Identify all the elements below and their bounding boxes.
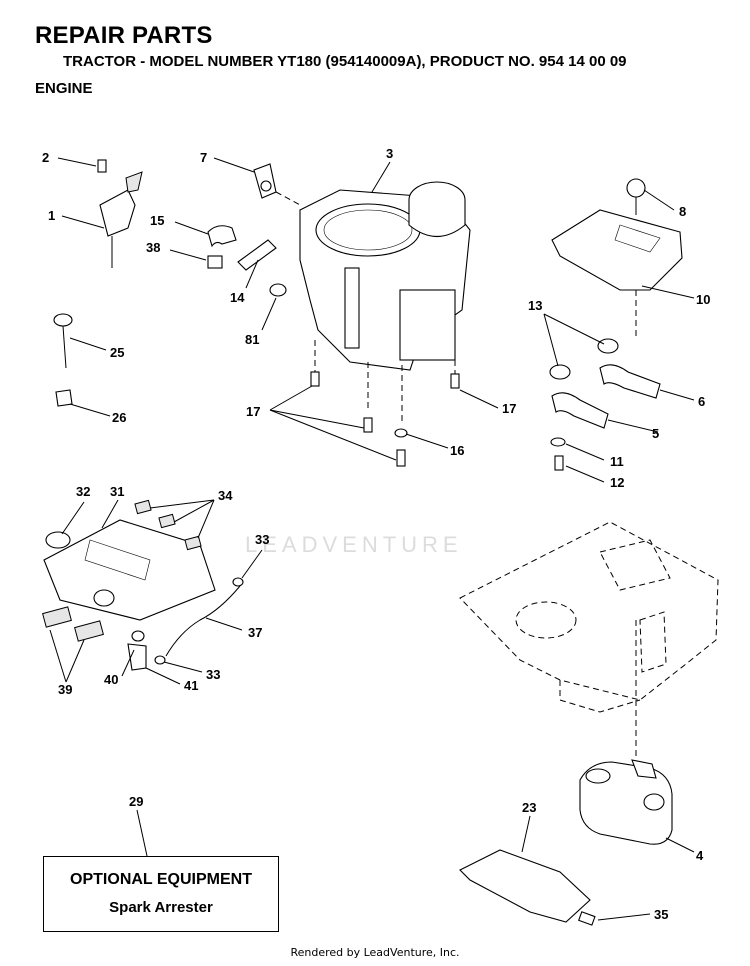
leader-26 [69,403,111,417]
leader-2 [57,157,97,167]
leader-4 [665,837,695,853]
callout-3: 3 [386,146,393,161]
callout-15: 15 [150,213,164,228]
leader-23 [521,815,531,853]
leader-37 [205,617,243,631]
leader-34c [197,499,215,539]
clamp-part [253,163,277,199]
callout-38: 38 [146,240,160,255]
callout-14: 14 [230,290,245,305]
leader-8 [643,189,675,211]
leader-11 [565,443,605,461]
heat-guard-part [459,849,596,926]
leader-40 [121,649,135,677]
leader-3 [371,161,391,193]
leader-17b [269,409,365,429]
leader-7 [213,157,255,173]
callout-35: 35 [654,907,668,922]
leader-16 [405,433,449,449]
callout-23: 23 [522,800,536,815]
callout-37: 37 [248,625,262,640]
callout-81: 81 [245,332,259,347]
callout-33a: 33 [255,532,269,547]
model-subtitle: TRACTOR - MODEL NUMBER YT180 (954140009A… [63,53,627,70]
leader-5 [607,419,659,433]
callout-26: 26 [112,410,126,425]
tractor-frame-part [459,521,719,713]
heat-shield-part [551,178,683,291]
watermark: LEADVENTURE [245,532,463,557]
fuel-tank-part [42,499,244,671]
callout-8: 8 [679,204,686,219]
engine-bolts-part [310,371,460,467]
callout-1: 1 [48,208,55,223]
leader-10 [641,285,695,299]
callout-12: 12 [610,475,624,490]
engine-part [299,181,471,425]
leader-31 [101,499,119,529]
callout-16: 16 [450,443,464,458]
callout-17a: 17 [246,404,260,419]
callout-33b: 33 [206,667,220,682]
optional-item: Spark Arrester [109,899,213,916]
callout-7: 7 [200,150,207,165]
callout-29: 29 [129,794,143,809]
leader-35 [597,913,651,921]
leader-34a [149,499,215,509]
fuel-fittings-part [207,225,287,297]
leader-17a [269,385,313,411]
leader-13b [543,313,559,367]
leader-81 [261,297,277,331]
footer-credit: Rendered by LeadVenture, Inc. [290,946,460,959]
leader-32 [61,501,85,535]
throttle-control-part [97,159,143,268]
leader-39a [49,629,67,683]
callout-6: 6 [698,394,705,409]
exhaust-pipes-part [549,338,661,471]
optional-equipment-box: OPTIONAL EQUIPMENT Spark Arrester [43,856,279,932]
leader-33b [163,661,203,673]
leader-14 [245,259,259,289]
callout-34: 34 [218,488,233,503]
section-label: ENGINE [35,80,93,97]
leader-38 [169,249,207,261]
callout-17b: 17 [502,401,516,416]
leader-15 [174,221,209,235]
leader-29 [136,809,148,857]
callout-4: 4 [696,848,704,863]
optional-heading: OPTIONAL EQUIPMENT [70,871,252,888]
leader-17d [459,389,499,409]
callout-25: 25 [110,345,124,360]
callout-41: 41 [184,678,198,693]
callout-31: 31 [110,484,124,499]
leader-39b [65,639,85,683]
callout-13: 13 [528,298,542,313]
callout-10: 10 [696,292,710,307]
callout-39: 39 [58,682,72,697]
leader-34b [173,499,215,523]
leader-12 [565,465,605,483]
dipstick-part [53,313,73,407]
leader-17c [269,409,397,461]
leader-6 [659,389,695,401]
callout-2: 2 [42,150,49,165]
muffler-part [579,759,673,845]
callout-32: 32 [76,484,90,499]
callout-40: 40 [104,672,118,687]
leader-1 [61,215,105,229]
leader-33a [241,549,263,579]
leader-13a [543,313,605,345]
leader-25 [69,337,107,351]
page-title: REPAIR PARTS [35,22,213,49]
callout-5: 5 [652,426,659,441]
callout-11: 11 [610,454,624,469]
leader-41 [145,667,181,685]
